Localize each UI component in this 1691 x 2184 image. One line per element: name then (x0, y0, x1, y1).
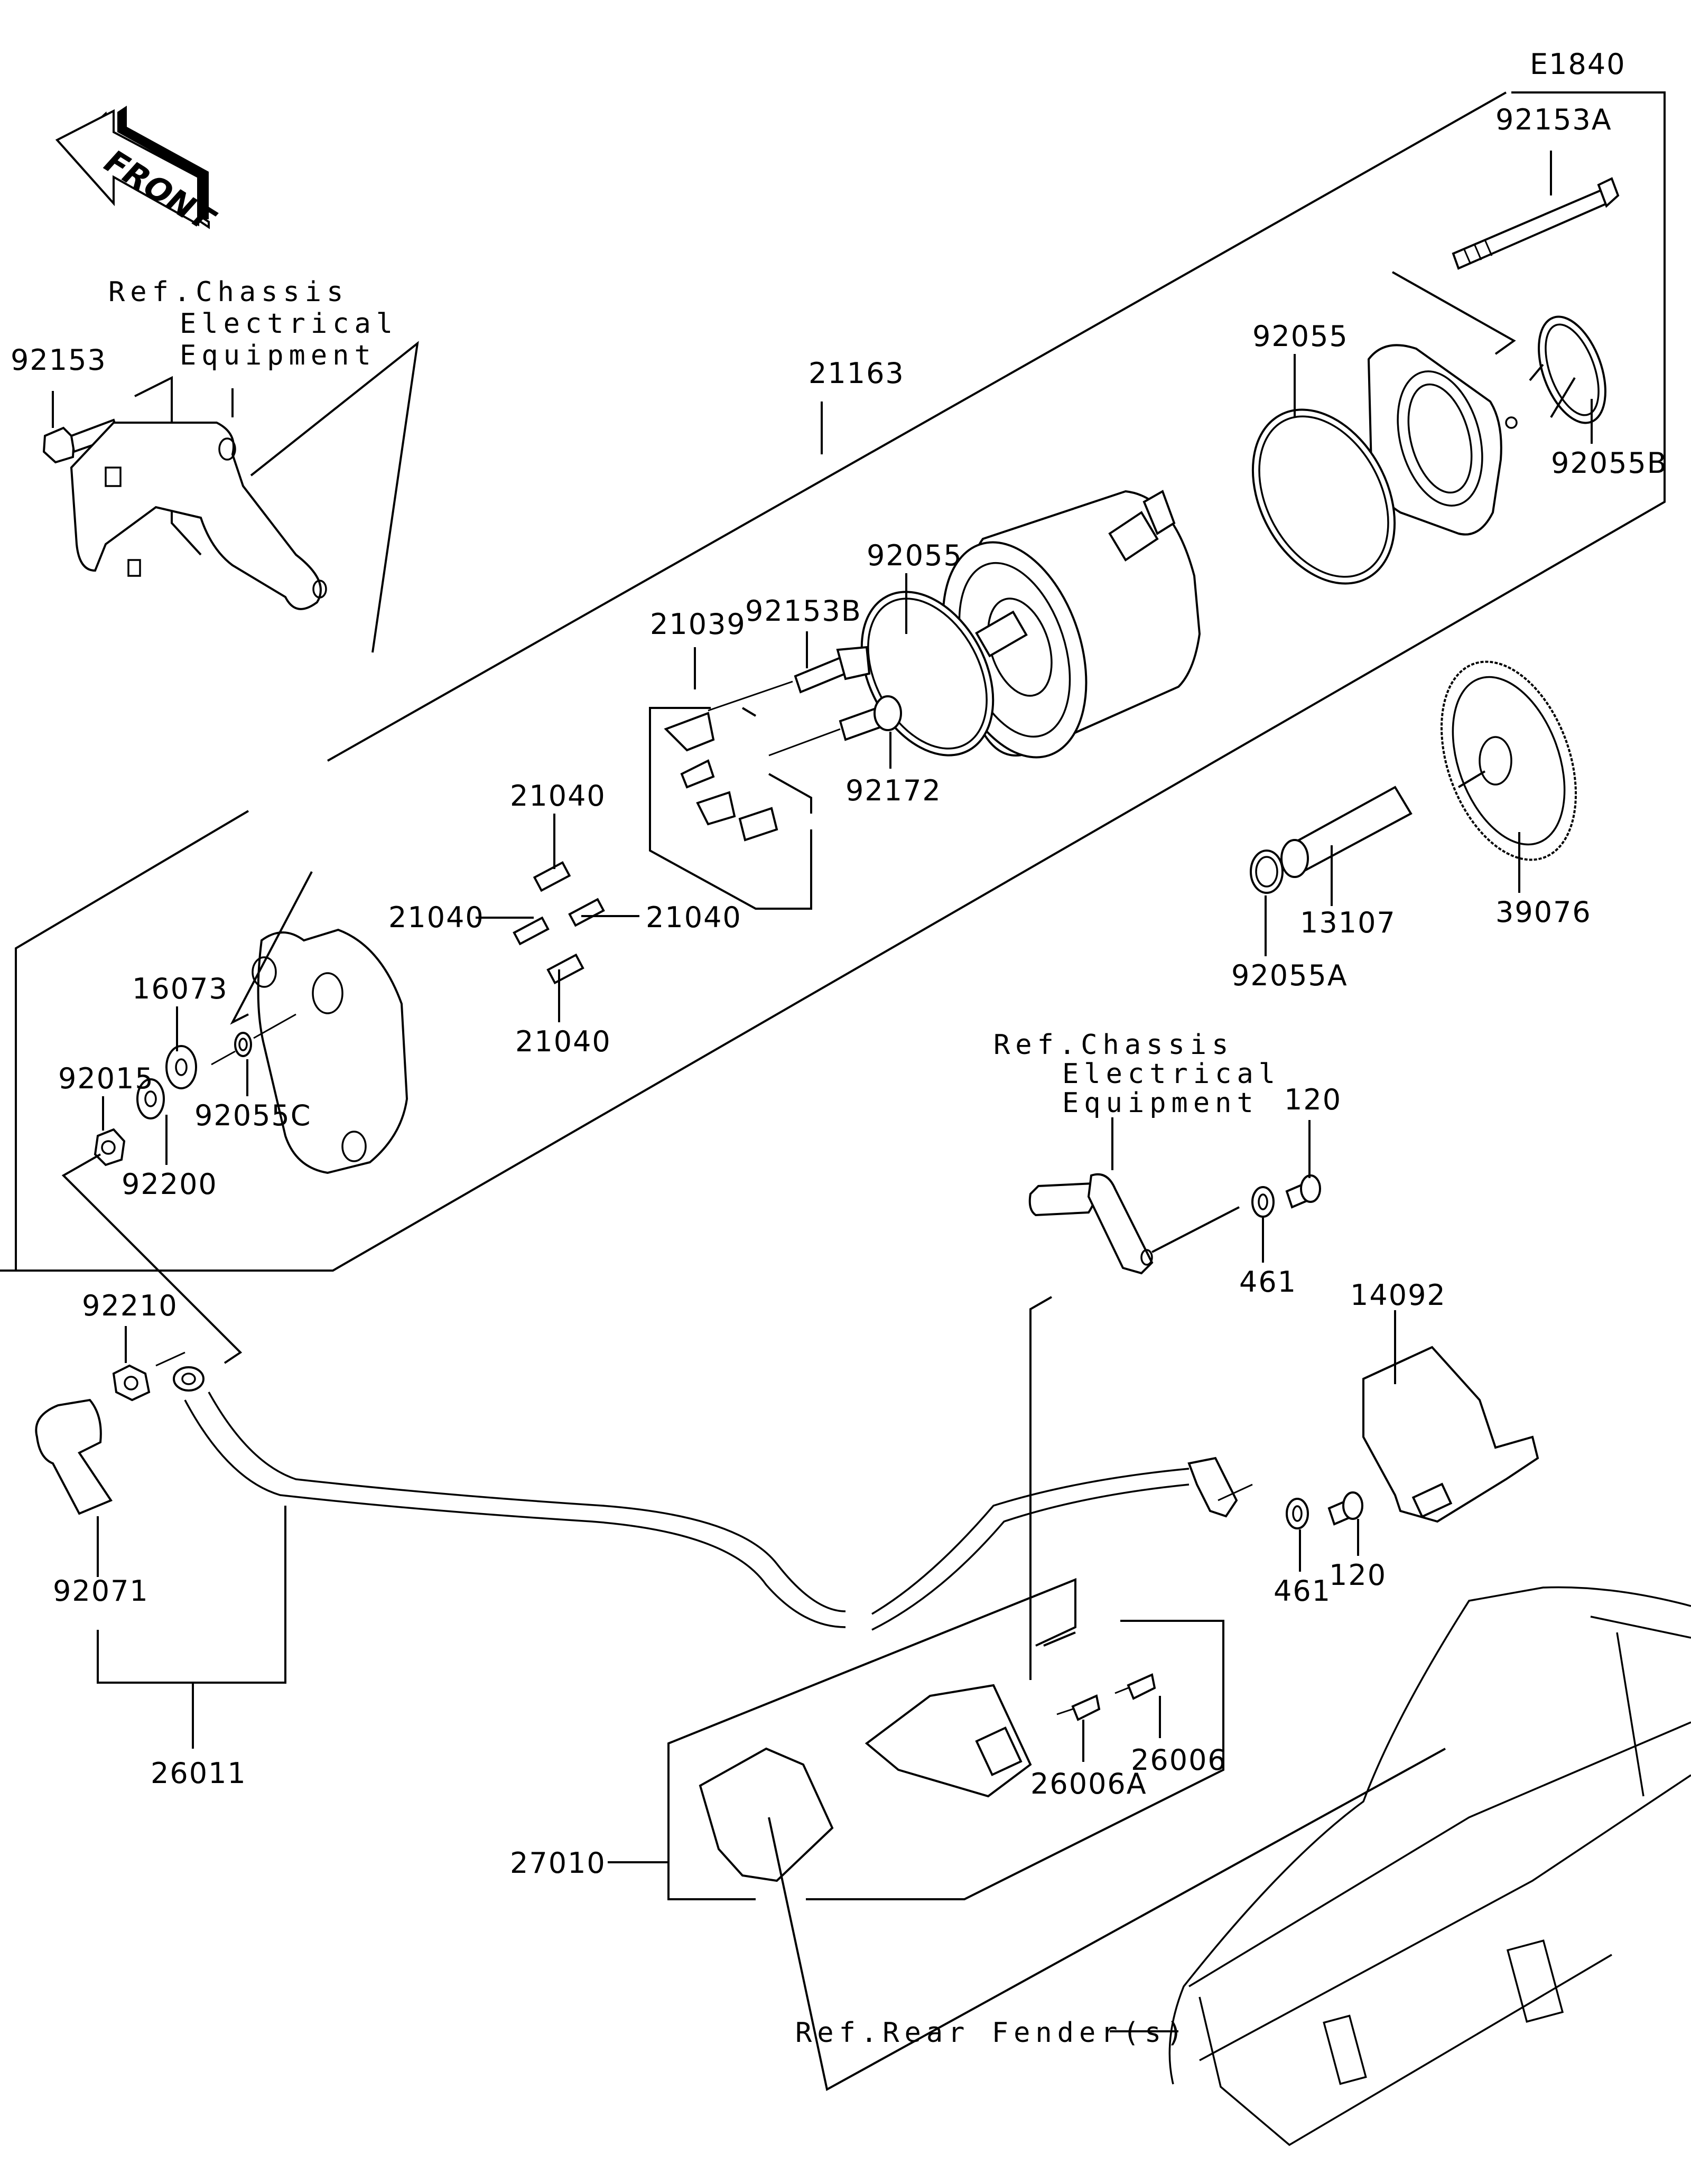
label-92210: 92210 (82, 1289, 178, 1322)
part-92200[interactable] (136, 1078, 165, 1119)
part-21040-springs[interactable] (513, 861, 605, 985)
part-13107[interactable] (1280, 786, 1413, 878)
label-92055A: 92055A (1231, 959, 1348, 992)
part-461-bottom[interactable] (1286, 1498, 1309, 1529)
label-92153: 92153 (11, 343, 107, 377)
label-26006A: 26006A (1030, 1767, 1147, 1800)
part-front-cover[interactable] (230, 871, 408, 1174)
ref-chassis-mid-line1: Ref.Chassis (993, 1029, 1233, 1061)
label-92055-mid: 92055 (867, 539, 963, 572)
part-92055C[interactable] (211, 1013, 296, 1066)
label-21040-a: 21040 (510, 779, 606, 813)
ref-chassis-top-line3: Equipment (180, 340, 376, 371)
label-92153A: 92153A (1495, 103, 1612, 136)
part-92055B[interactable] (1526, 308, 1618, 432)
label-14092: 14092 (1350, 1278, 1446, 1312)
label-21040-c: 21040 (646, 901, 742, 934)
ref-chassis-mid-line3: Equipment (1062, 1087, 1259, 1119)
part-92210[interactable] (112, 1351, 185, 1402)
label-21039: 21039 (650, 608, 746, 641)
label-461-top: 461 (1239, 1265, 1297, 1299)
rear-fender-outline (1168, 1586, 1691, 2146)
part-ground-lug[interactable] (1028, 1173, 1154, 1275)
label-21163: 21163 (809, 357, 905, 390)
ref-rear-fender: Ref.Rear Fender(s) (795, 2017, 1188, 2049)
label-92055-top: 92055 (1252, 320, 1349, 353)
starter-motor-frame (0, 91, 1666, 1272)
part-92055A[interactable] (1250, 850, 1284, 894)
label-92055C: 92055C (194, 1099, 312, 1132)
diagram-code: E1840 (1530, 48, 1626, 81)
part-92153B[interactable] (708, 646, 871, 712)
label-92071: 92071 (53, 1574, 149, 1608)
part-461-top[interactable] (1251, 1186, 1275, 1218)
part-16073[interactable] (165, 1045, 197, 1089)
ref-chassis-top-line2: Electrical (180, 308, 398, 340)
label-21040-d: 21040 (515, 1025, 611, 1058)
part-92172[interactable] (768, 695, 902, 757)
label-26011: 26011 (151, 1757, 247, 1790)
part-26011-cable[interactable] (173, 1366, 1253, 1631)
label-461-bottom: 461 (1274, 1574, 1331, 1608)
label-92200: 92200 (122, 1168, 218, 1201)
label-92055B: 92055B (1551, 446, 1668, 480)
part-14092[interactable] (1362, 1346, 1539, 1523)
part-120-top[interactable] (1285, 1174, 1321, 1209)
front-arrow-icon: FRONT (55, 106, 223, 237)
label-21040-b: 21040 (388, 901, 485, 934)
label-120-top: 120 (1284, 1083, 1342, 1116)
label-16073: 16073 (132, 972, 228, 1005)
label-120-bottom: 120 (1329, 1558, 1387, 1592)
part-chassis-bracket[interactable] (70, 422, 327, 610)
part-26006[interactable] (1114, 1673, 1156, 1700)
part-92153A[interactable] (1452, 151, 1620, 270)
label-27010: 27010 (510, 1846, 606, 1880)
part-21039[interactable] (649, 707, 812, 910)
label-92015: 92015 (58, 1062, 154, 1095)
part-27010-group[interactable] (667, 1578, 1224, 1900)
part-92055-top[interactable] (1224, 385, 1423, 608)
part-26006A[interactable] (1056, 1694, 1101, 1721)
ref-chassis-mid-line2: Electrical (1062, 1058, 1280, 1090)
label-39076: 39076 (1495, 895, 1592, 929)
label-26006: 26006 (1131, 1743, 1227, 1777)
label-92153B: 92153B (745, 594, 862, 628)
label-13107: 13107 (1300, 906, 1396, 939)
ref-chassis-top-line1: Ref.Chassis (108, 276, 348, 308)
part-92071[interactable] (35, 1398, 113, 1515)
part-120-bottom[interactable] (1327, 1491, 1363, 1526)
part-92015[interactable] (94, 1128, 126, 1166)
label-92172: 92172 (846, 774, 942, 807)
part-39076[interactable] (1416, 643, 1601, 878)
